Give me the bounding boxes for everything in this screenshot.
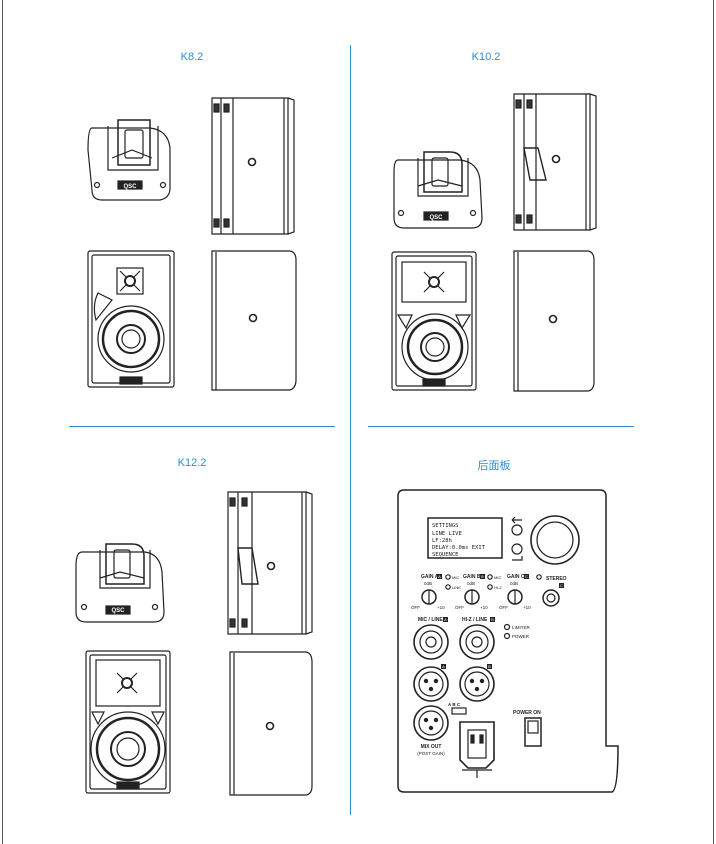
gain-b-label: GAIN B bbox=[463, 574, 481, 580]
k12-title: K12.2 bbox=[177, 457, 207, 469]
gain-c-zero: 0dB bbox=[510, 581, 518, 586]
badge-a-thru: A bbox=[442, 664, 445, 669]
lcd-line-4: DELAY:0.0ms EXIT bbox=[432, 545, 486, 551]
k10-logo: QSC bbox=[429, 215, 443, 221]
k8-back-view bbox=[87, 119, 171, 201]
gain-c-max: +10 bbox=[523, 605, 531, 610]
input-a-label: MIC / LINE bbox=[418, 617, 443, 623]
horizontal-divider-left bbox=[69, 426, 335, 427]
enter-button[interactable] bbox=[511, 543, 523, 555]
badge-a-gain: A bbox=[438, 574, 441, 579]
badge-b-input: B bbox=[491, 617, 494, 622]
gain-a-zero: 0dB bbox=[424, 581, 432, 586]
power-led bbox=[503, 632, 511, 640]
vertical-divider bbox=[350, 45, 351, 815]
lcd-line-3: LF:28h bbox=[432, 538, 452, 544]
switch-a-mic: MIC bbox=[452, 575, 459, 580]
lcd-display bbox=[427, 517, 503, 559]
gain-a-label: GAIN A bbox=[421, 574, 439, 580]
k8-title: K8.2 bbox=[180, 51, 204, 63]
switch-a-line: LINE bbox=[452, 585, 461, 590]
input-b-combo bbox=[459, 624, 495, 660]
k8-logo: QSC bbox=[123, 184, 137, 190]
mix-out-sub: (POST GAIN) bbox=[417, 751, 445, 756]
k12-side-view bbox=[227, 491, 313, 635]
page-left-edge bbox=[2, 0, 3, 844]
badge-b-thru: B bbox=[488, 664, 491, 669]
gain-c-off: OFF bbox=[499, 605, 508, 610]
k8-front-view bbox=[87, 250, 175, 388]
enter-arrow-icon bbox=[512, 556, 523, 561]
thru-b-xlr bbox=[459, 666, 495, 702]
abc-label: A B C bbox=[448, 702, 461, 707]
badge-b-gain: B bbox=[481, 574, 484, 579]
gain-a-max: +10 bbox=[437, 605, 445, 610]
power-led-label: POWER bbox=[512, 634, 530, 639]
gain-c-label: GAIN C bbox=[507, 574, 525, 580]
lcd-line-1: SETTINGS bbox=[432, 523, 459, 529]
gain-b-zero: 0dB bbox=[467, 581, 475, 586]
badge-a-input: A bbox=[444, 617, 447, 622]
stereo-label: STEREO bbox=[546, 576, 567, 582]
rear-panel-outline bbox=[397, 489, 619, 793]
k8-side-view bbox=[211, 97, 295, 235]
lcd-line-5: SEQUENCE bbox=[432, 552, 459, 558]
badge-c-gain: C bbox=[525, 574, 528, 579]
input-b-label: HI-Z / LINE bbox=[462, 617, 488, 623]
lcd-line-2: LINE LIVE bbox=[432, 531, 462, 537]
k12-back-view bbox=[75, 543, 165, 623]
abc-dip-switch bbox=[451, 707, 467, 715]
power-switch[interactable] bbox=[524, 717, 542, 747]
k10-side-view bbox=[513, 93, 597, 231]
stereo-jack bbox=[542, 589, 560, 607]
page-right-edge bbox=[713, 0, 714, 844]
rear-panel-title: 后面板 bbox=[477, 460, 511, 472]
horizontal-divider-right bbox=[368, 426, 634, 427]
limiter-led bbox=[503, 623, 511, 631]
gain-a-off: OFF bbox=[411, 605, 420, 610]
k10-title: K10.2 bbox=[471, 51, 501, 63]
limiter-label: LIMITER bbox=[512, 625, 531, 630]
back-arrow-icon bbox=[511, 516, 522, 524]
power-inlet bbox=[459, 721, 495, 769]
k12-front-view bbox=[85, 650, 171, 794]
k10-back-view bbox=[393, 151, 483, 229]
mix-out-label: MIX OUT bbox=[421, 744, 442, 750]
k12-side-plain-view bbox=[229, 651, 313, 796]
mix-out-xlr bbox=[413, 705, 449, 741]
input-a-combo bbox=[413, 624, 449, 660]
k8-side-plain-view bbox=[211, 250, 297, 391]
switch-b-hiz: HI-Z bbox=[494, 585, 502, 590]
k10-front-view bbox=[391, 251, 477, 391]
power-on-label: POWER ON bbox=[513, 710, 541, 716]
badge-c-stereo: C bbox=[560, 583, 563, 588]
gain-b-max: +10 bbox=[480, 605, 488, 610]
k10-side-plain-view bbox=[513, 250, 595, 392]
switch-b-mic: MIC bbox=[494, 575, 501, 580]
gain-b-off: OFF bbox=[455, 605, 464, 610]
back-button[interactable] bbox=[511, 524, 523, 536]
k12-logo: QSC bbox=[111, 608, 125, 614]
encoder-knob bbox=[530, 515, 580, 565]
thru-a-xlr bbox=[413, 666, 449, 702]
